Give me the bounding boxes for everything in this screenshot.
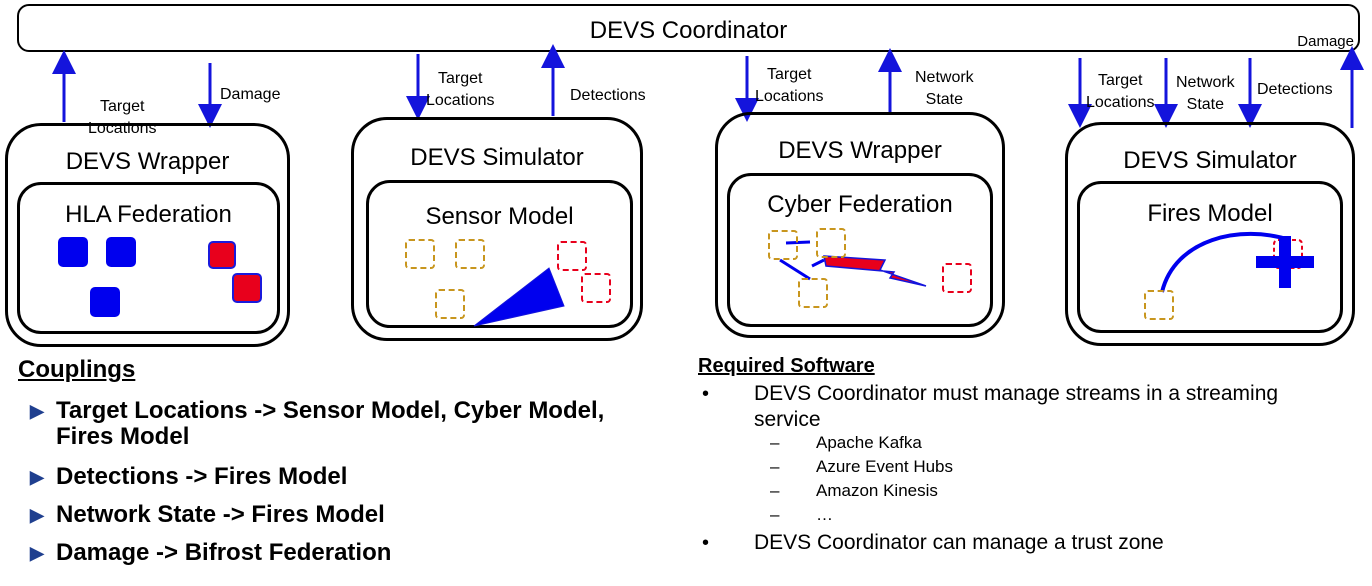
required-software-heading: Required Software: [698, 355, 875, 377]
service-item: Apache Kafka: [816, 433, 922, 452]
sensor-model-box: Sensor Model: [366, 180, 633, 328]
network-node-square: [768, 230, 798, 260]
devs-coordinator-bar: DEVS Coordinator Damage: [17, 4, 1360, 52]
label-target-locations-2: Target Locations: [426, 70, 495, 109]
dash-icon: –: [770, 481, 780, 500]
target-square: [405, 239, 435, 269]
software-bullet-text: DEVS Coordinator can manage a trust zone: [754, 531, 1164, 554]
component-inner-title: HLA Federation: [65, 201, 232, 228]
dash-icon: –: [770, 505, 780, 524]
federate-square: [90, 287, 120, 317]
component-devs-simulator-fires: DEVS Simulator Fires Model: [1065, 122, 1355, 346]
federate-square: [58, 237, 88, 267]
federate-square: [106, 237, 136, 267]
component-outer-title: DEVS Wrapper: [65, 148, 230, 175]
cyber-federation-box: Cyber Federation: [727, 173, 993, 327]
triangle-bullet-icon: ▶: [30, 505, 44, 525]
coordinator-title: DEVS Coordinator: [589, 17, 788, 44]
triangle-bullet-icon: ▶: [30, 467, 44, 487]
network-node-square: [816, 228, 846, 258]
service-item: Amazon Kinesis: [816, 481, 938, 500]
target-square: [435, 289, 465, 319]
crosshair-vertical: [1279, 236, 1291, 288]
label-detections-2: Detections: [570, 87, 646, 104]
label-network-state-3: Network State: [915, 69, 974, 108]
label-damage-1: Damage: [220, 86, 281, 103]
component-inner-title: Sensor Model: [425, 203, 574, 230]
component-outer-title: DEVS Simulator: [1123, 147, 1297, 174]
component-outer-title: DEVS Wrapper: [778, 137, 942, 164]
target-square-red: [581, 273, 611, 303]
network-node-square-red: [942, 263, 972, 293]
coordinator-damage-label: Damage: [1297, 33, 1354, 50]
triangle-bullet-icon: ▶: [30, 543, 44, 563]
component-inner-title: Cyber Federation: [767, 191, 953, 218]
fire-trajectory-line: [1160, 232, 1291, 293]
service-item: …: [816, 505, 833, 524]
triangle-bullet-icon: ▶: [30, 401, 44, 421]
target-square-red: [557, 241, 587, 271]
software-bullet-text: DEVS Coordinator must manage streams in …: [754, 382, 1279, 431]
dash-icon: –: [770, 457, 780, 476]
bullet-dot-icon: •: [702, 383, 710, 405]
component-outer-title: DEVS Simulator: [410, 144, 584, 171]
label-target-locations-4: Target Locations: [1086, 72, 1155, 111]
label-detections-4: Detections: [1257, 81, 1333, 98]
federate-square-red: [208, 241, 236, 269]
network-node-square: [798, 278, 828, 308]
fires-graphic: [1160, 232, 1314, 293]
component-devs-wrapper-hla: DEVS Wrapper HLA Federation: [5, 123, 290, 347]
cyber-network-graphic: [779, 240, 927, 287]
component-inner-title: Fires Model: [1147, 200, 1273, 227]
bullet-dot-icon: •: [702, 532, 710, 554]
sensor-beam-icon: [473, 267, 565, 327]
target-square: [455, 239, 485, 269]
dash-icon: –: [770, 433, 780, 452]
lightning-bolt-icon: [823, 255, 927, 287]
service-item: Azure Event Hubs: [816, 457, 954, 476]
couplings-heading: Couplings: [18, 356, 136, 383]
fires-model-box: Fires Model: [1077, 181, 1343, 333]
label-target-locations-3: Target Locations: [755, 66, 824, 105]
component-devs-wrapper-cyber: DEVS Wrapper Cyber Federation: [715, 112, 1005, 338]
label-network-state-4: Network State: [1176, 74, 1235, 113]
federate-square-red: [232, 273, 262, 303]
component-devs-simulator-sensor: DEVS Simulator Sensor Model: [351, 117, 643, 341]
hla-federation-box: HLA Federation: [17, 182, 280, 334]
target-square: [1144, 290, 1174, 320]
